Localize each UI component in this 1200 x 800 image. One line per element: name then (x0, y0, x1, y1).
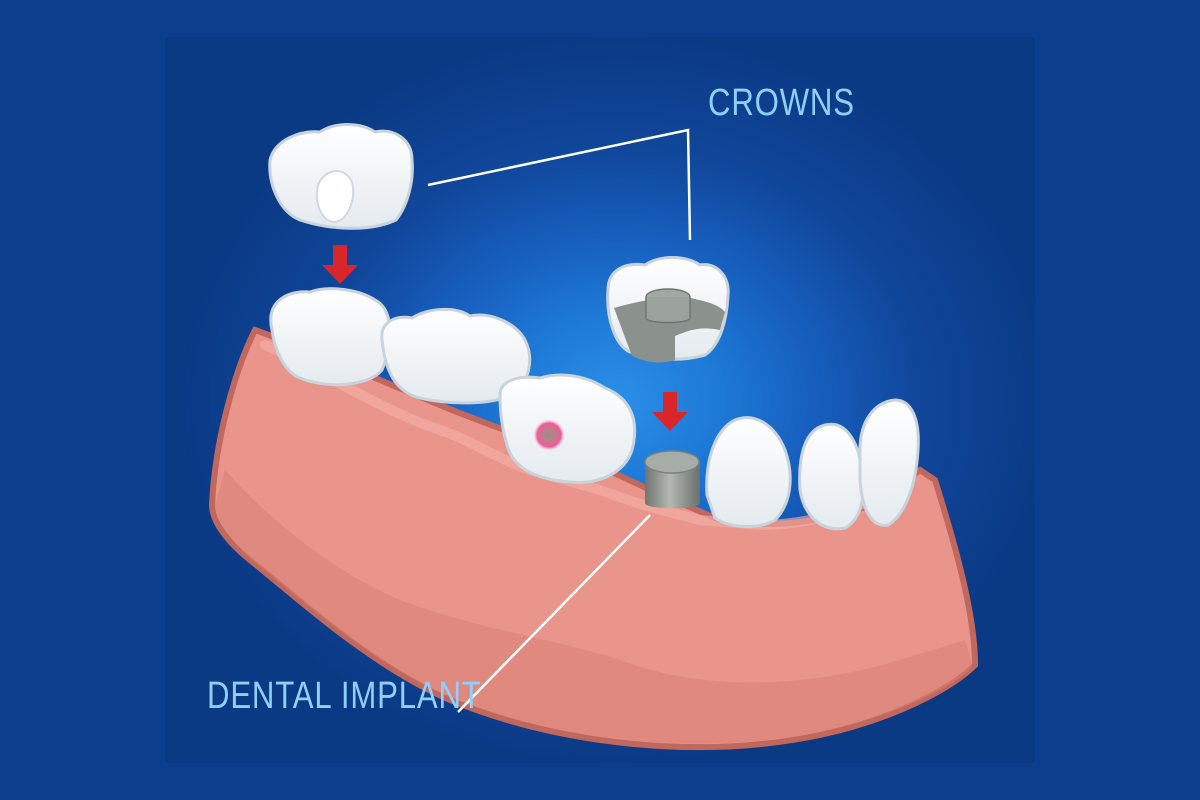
cavity-spot (533, 419, 565, 451)
molar-3 (498, 373, 637, 484)
gum-shade (215, 470, 972, 744)
floating-crown-right (606, 256, 730, 363)
gum-highlight (260, 340, 905, 531)
teeth-row (269, 287, 920, 531)
insert-post (645, 297, 691, 324)
arrow-left-shaft (333, 245, 347, 267)
arrow-right (652, 392, 688, 431)
premolar (705, 416, 792, 529)
incisor-1 (798, 422, 865, 531)
arrow-right-head (652, 412, 688, 431)
crown-left-cusp (316, 170, 354, 224)
incisor-2 (858, 398, 920, 527)
dental-implant-label: DENTAL IMPLANT (207, 675, 482, 717)
implant-abutment (644, 450, 700, 509)
crowns-label: CROWNS (708, 82, 855, 124)
leader-lines (427, 128, 692, 713)
arrow-right-shaft (663, 392, 677, 414)
abutment-cap (644, 450, 700, 474)
molar-2 (380, 308, 532, 405)
molar-1 (269, 287, 392, 387)
implant-leader-line (457, 514, 651, 713)
crowns-leader-line (427, 128, 692, 241)
arrow-left-head (322, 265, 358, 284)
abutment-body (645, 462, 700, 509)
floating-crown-left (268, 123, 414, 230)
arrow-left (322, 245, 358, 284)
crown-right-metal-insert (614, 292, 725, 363)
